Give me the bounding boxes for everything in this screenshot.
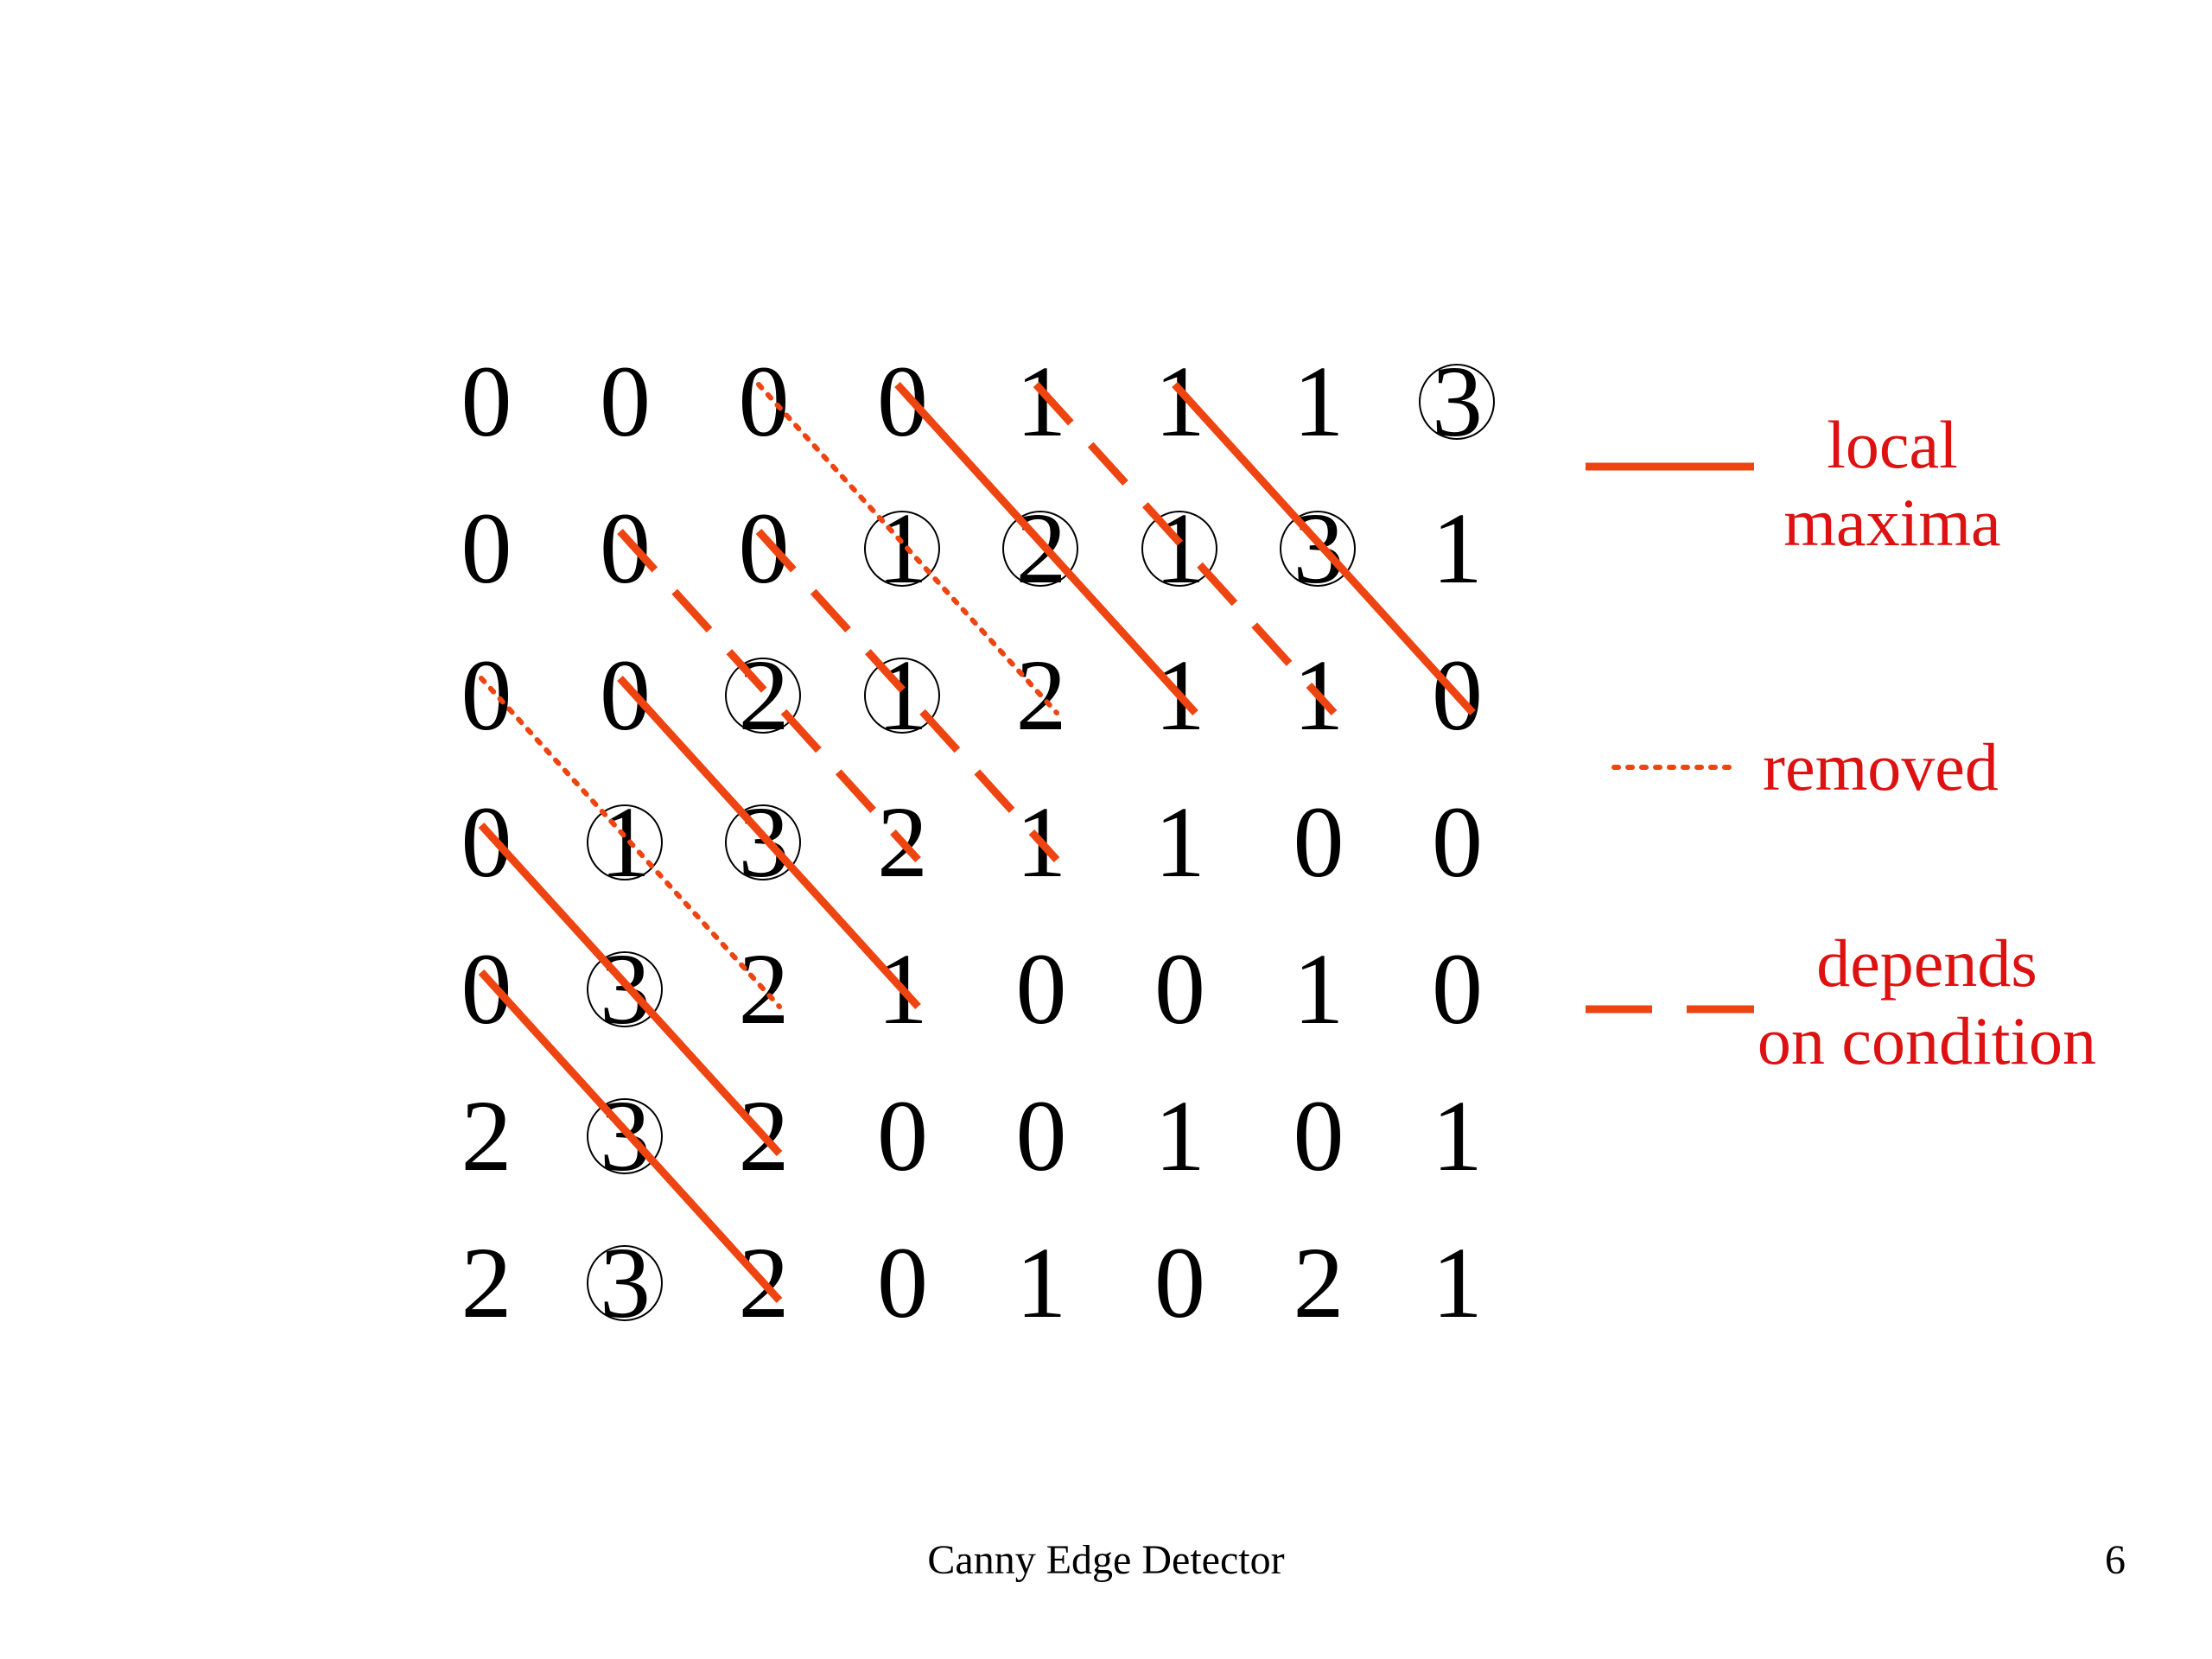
- grid-cell-r3-c0: 0: [461, 785, 512, 899]
- edge-local-maxima-2: [617, 675, 921, 1010]
- grid-cell-r5-c6: 0: [1293, 1079, 1344, 1192]
- grid-cell-r5-c0: 2: [461, 1079, 512, 1192]
- grid-cell-r6-c0: 2: [461, 1226, 512, 1339]
- legend-maxima-word: maxima: [1783, 484, 2001, 560]
- grid-cell-r0-c0: 0: [461, 345, 512, 458]
- grid-cell-r0-c2: 0: [738, 345, 790, 458]
- legend-local-maxima-label: local maxima: [1754, 406, 2031, 561]
- edge-depends-2: [755, 528, 1060, 863]
- edge-depends-1: [617, 528, 921, 863]
- edge-local-maxima-0: [894, 381, 1198, 716]
- grid-cell-r6-c4: 1: [1015, 1226, 1067, 1339]
- grid-cell-r4-c0: 0: [461, 932, 512, 1046]
- grid-cell-r6-c6: 2: [1293, 1226, 1344, 1339]
- legend-local-word: local: [1827, 407, 1958, 482]
- grid-cell-r4-c4: 0: [1015, 932, 1067, 1046]
- grid-cell-r3-c6: 0: [1293, 785, 1344, 899]
- edge-removed-1: [479, 676, 782, 1009]
- grid-cell-r0-c1: 0: [600, 345, 651, 458]
- grid-cell-r6-c3: 0: [877, 1226, 928, 1339]
- grid-cell-r6-c7: 1: [1432, 1226, 1483, 1339]
- legend-depends-label: depends on condition: [1719, 925, 2134, 1079]
- grid-cell-r3-c7: 0: [1432, 785, 1483, 899]
- legend-on-condition-words: on condition: [1757, 1002, 2097, 1078]
- grid-cell-r4-c7: 0: [1432, 932, 1483, 1046]
- edge-depends-0: [1033, 381, 1338, 716]
- footer-title: Canny Edge Detector: [927, 1537, 1285, 1583]
- edge-removed-0: [756, 382, 1059, 715]
- grid-cell-r1-c2: 0: [738, 492, 790, 605]
- grid-cell-r5-c5: 1: [1154, 1079, 1205, 1192]
- legend-removed-label: removed: [1763, 729, 1999, 804]
- grid-cell-r0-c6: 1: [1293, 345, 1344, 458]
- grid-cell-r5-c4: 0: [1015, 1079, 1067, 1192]
- grid-cell-r1-c1: 0: [600, 492, 651, 605]
- grid-cell-r0-c5: 1: [1154, 345, 1205, 458]
- grid-cell-r5-c3: 0: [877, 1079, 928, 1192]
- grid-cell-r3-c5: 1: [1154, 785, 1205, 899]
- legend-depends-word: depends: [1816, 925, 2037, 1001]
- grid-cell-r2-c2: 2: [695, 626, 833, 765]
- grid-cell-r1-c7: 1: [1432, 492, 1483, 605]
- grid-cell-r6-c1: 3: [556, 1214, 695, 1352]
- grid-cell-r0-c3: 0: [877, 345, 928, 458]
- grid-cell-r1-c4: 2: [972, 480, 1110, 618]
- page-number: 6: [2105, 1537, 2126, 1583]
- grid-cell-r5-c7: 1: [1432, 1079, 1483, 1192]
- grid-cell-r1-c5: 1: [1111, 480, 1249, 618]
- grid-cell-r0-c7: 3: [1389, 333, 1527, 471]
- grid-cell-r4-c6: 1: [1293, 932, 1344, 1046]
- grid-cell-r2-c3: 1: [834, 626, 972, 765]
- grid-cell-r1-c0: 0: [461, 492, 512, 605]
- grid-cell-r6-c5: 0: [1154, 1226, 1205, 1339]
- edge-local-maxima-3: [478, 822, 783, 1157]
- grid-cell-r2-c1: 0: [600, 639, 651, 752]
- grid-cell-r3-c1: 1: [556, 773, 695, 912]
- grid-cell-r0-c4: 1: [1015, 345, 1067, 458]
- grid-cell-r1-c6: 3: [1249, 480, 1388, 618]
- edge-local-maxima-1: [1172, 381, 1476, 716]
- grid-cell-r4-c5: 0: [1154, 932, 1205, 1046]
- grid-cell-r1-c3: 1: [834, 480, 972, 618]
- grid-cell-r2-c0: 0: [461, 639, 512, 752]
- edge-local-maxima-4: [478, 969, 783, 1304]
